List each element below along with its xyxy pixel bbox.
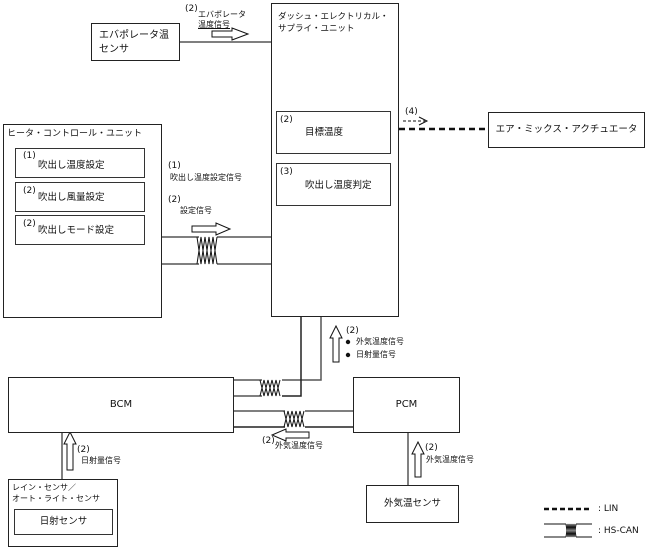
pcm-bcm-signal-arrow: [270, 428, 310, 442]
ambient-temp-sensor-box: 外気温センサ: [366, 485, 459, 523]
rain-sensor-title-line1: レイン・センサ／: [12, 483, 76, 492]
hcu-item-label: 吹出し風量設定: [38, 192, 105, 203]
pcm-bcm-signal-step: (2): [262, 436, 275, 446]
ambient-signal-arrow: [411, 440, 425, 478]
hcu-item: (2) 吹出しモード設定: [15, 215, 145, 245]
bcm-dsu-signal-item: 日射量信号: [356, 350, 396, 359]
bcm-dsu-signal-step: (2): [346, 326, 359, 336]
dsu-bcm-can-high: [282, 316, 322, 381]
legend-lin-label: : LIN: [598, 504, 619, 514]
dsu-title-line2: サプライ・ユニット: [278, 24, 355, 34]
bcm-box: BCM: [8, 377, 234, 433]
hcu-item-label: 吹出しモード設定: [38, 225, 115, 236]
setting-signal-step: (2): [168, 195, 181, 205]
dsu-title-line1: ダッシュ・エレクトリカル・: [278, 12, 389, 22]
outlet-temp-judgement-label: 吹出し温度判定: [305, 180, 372, 191]
hcu-title: ヒータ・コントロール・ユニット: [7, 129, 143, 139]
hcu-item-label: 吹出し温度設定: [38, 160, 105, 171]
bcm-dsu-signal-arrow: [329, 324, 343, 363]
solar-sensor-label: 日射センサ: [39, 516, 88, 527]
pcm-label: PCM: [395, 399, 418, 410]
evaporator-sensor-label-line1: エバポレータ温: [99, 30, 169, 41]
bullet-icon: [345, 352, 351, 358]
dsu-bcm-can-low: [282, 316, 302, 397]
hcu-item: (2) 吹出し風量設定: [15, 182, 145, 212]
lin-signal-step: (4): [405, 107, 418, 117]
air-mix-actuator-label: エア・ミックス・アクチュエータ: [495, 124, 638, 135]
legend-hs-can-label: : HS-CAN: [598, 526, 639, 536]
lin-arrow-head: [418, 116, 429, 126]
can-twist-symbol: [196, 236, 218, 265]
outlet-temp-setting-signal-label: 吹出し温度設定信号: [170, 173, 242, 182]
setting-signal-label: 設定信号: [180, 206, 212, 215]
air-mix-actuator-box: エア・ミックス・アクチュエータ: [488, 112, 645, 148]
target-temp-label: 目標温度: [305, 127, 344, 138]
pcm-box: PCM: [353, 377, 460, 433]
dash-electrical-supply-unit-box: ダッシュ・エレクトリカル・ サプライ・ユニット: [271, 3, 399, 317]
outlet-temp-judgement-box: (3) 吹出し温度判定: [276, 163, 391, 206]
hcu-item: (1) 吹出し温度設定: [15, 148, 145, 178]
solar-signal-label: 日射量信号: [81, 456, 121, 465]
legend-can-twist-symbol: [565, 523, 577, 538]
bullet-icon: [345, 339, 351, 345]
evaporator-sensor-label-line2: センサ: [99, 44, 129, 55]
target-temp-box: (2) 目標温度: [276, 111, 391, 154]
can-twist-symbol: [283, 410, 305, 428]
hcu-item-step: (2): [23, 219, 36, 229]
evap-signal-label-line1: エバポレータ: [198, 10, 246, 19]
evaporator-temp-sensor-box: エバポレータ温 センサ: [91, 23, 180, 61]
evap-signal-arrow: [211, 27, 250, 41]
target-temp-step: (2): [280, 115, 293, 125]
outlet-temp-judgement-step: (3): [280, 167, 293, 177]
bcm-label: BCM: [109, 399, 133, 410]
evap-signal-label-line2: 温度信号: [198, 20, 230, 29]
solar-sensor-box: 日射センサ: [14, 509, 113, 535]
bcm-dsu-signal-item: 外気温度信号: [356, 337, 404, 346]
evap-signal-step: (2): [185, 4, 198, 14]
outlet-temp-setting-signal-step: (1): [168, 161, 181, 171]
hcu-item-step: (1): [23, 151, 36, 161]
ambient-signal-step: (2): [425, 443, 438, 453]
rain-sensor-title-line2: オート・ライト・センサ: [12, 494, 100, 503]
solar-signal-arrow: [63, 430, 77, 471]
pcm-bcm-signal-label: 外気温度信号: [275, 441, 323, 450]
ambient-sensor-label: 外気温センサ: [383, 498, 441, 509]
solar-signal-step: (2): [77, 445, 90, 455]
hcu-item-step: (2): [23, 186, 36, 196]
setting-signal-arrow: [191, 222, 232, 236]
can-twist-symbol: [259, 379, 281, 397]
ambient-signal-label: 外気温度信号: [426, 455, 474, 464]
